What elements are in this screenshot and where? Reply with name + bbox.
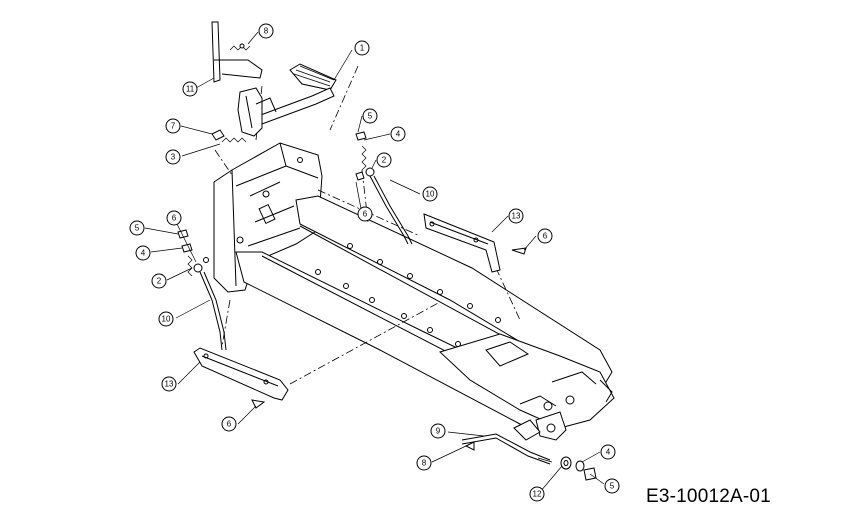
callout-label: 5 [368, 112, 373, 121]
callout-label: 13 [512, 212, 521, 221]
callout: 9 [430, 423, 446, 439]
callout: 10 [158, 311, 174, 327]
callout: 6 [537, 228, 553, 244]
callout: 10 [422, 186, 438, 202]
callout-label: 8 [422, 459, 427, 468]
callout: 8 [258, 23, 274, 39]
callout-label: 3 [171, 153, 176, 162]
callout-label: 6 [227, 420, 232, 429]
callout: 7 [165, 118, 181, 134]
pedal-assembly [211, 21, 337, 143]
callout-label: 4 [141, 249, 146, 258]
right-linkage [355, 131, 527, 273]
callout: 5 [604, 478, 620, 494]
callout: 6 [221, 416, 237, 432]
callout: 2 [376, 152, 392, 168]
callout-label: 10 [162, 315, 171, 324]
callout-label: 12 [533, 490, 542, 499]
callout-label: 8 [264, 27, 269, 36]
callout-label: 11 [186, 85, 195, 94]
callout-label: 2 [382, 156, 387, 165]
left-linkage [177, 229, 289, 409]
callout-label: 4 [606, 448, 611, 457]
callout: 5 [129, 220, 145, 236]
callout: 6 [357, 206, 373, 222]
callout: 13 [161, 376, 177, 392]
drawing-code: E3-10012A-01 [646, 486, 771, 507]
callout-label: 6 [543, 232, 548, 241]
callout-label: 5 [610, 482, 615, 491]
callout: 11 [182, 81, 198, 97]
callout-label: 7 [171, 122, 176, 131]
callout: 13 [508, 208, 524, 224]
callout-label: 10 [426, 190, 435, 199]
callout-label: 9 [436, 427, 441, 436]
callout: 4 [600, 444, 616, 460]
callout: 5 [362, 108, 378, 124]
callout: 6 [166, 210, 182, 226]
callout-label: 1 [360, 44, 365, 53]
callout: 4 [390, 126, 406, 142]
callout: 4 [135, 245, 151, 261]
leader-lines [144, 31, 605, 493]
callout-label: 5 [135, 224, 140, 233]
callout-label: 2 [157, 277, 162, 286]
chassis-frame [213, 142, 615, 441]
callout: 12 [529, 486, 545, 502]
callout-label: 13 [165, 380, 174, 389]
callout: 8 [416, 455, 432, 471]
callout: 1 [354, 40, 370, 56]
callout-label: 6 [172, 214, 177, 223]
callout: 2 [151, 273, 167, 289]
callout: 3 [165, 149, 181, 165]
callout-label: 6 [363, 210, 368, 219]
lower-rod-assembly [461, 419, 597, 481]
callout-label: 4 [396, 130, 401, 139]
